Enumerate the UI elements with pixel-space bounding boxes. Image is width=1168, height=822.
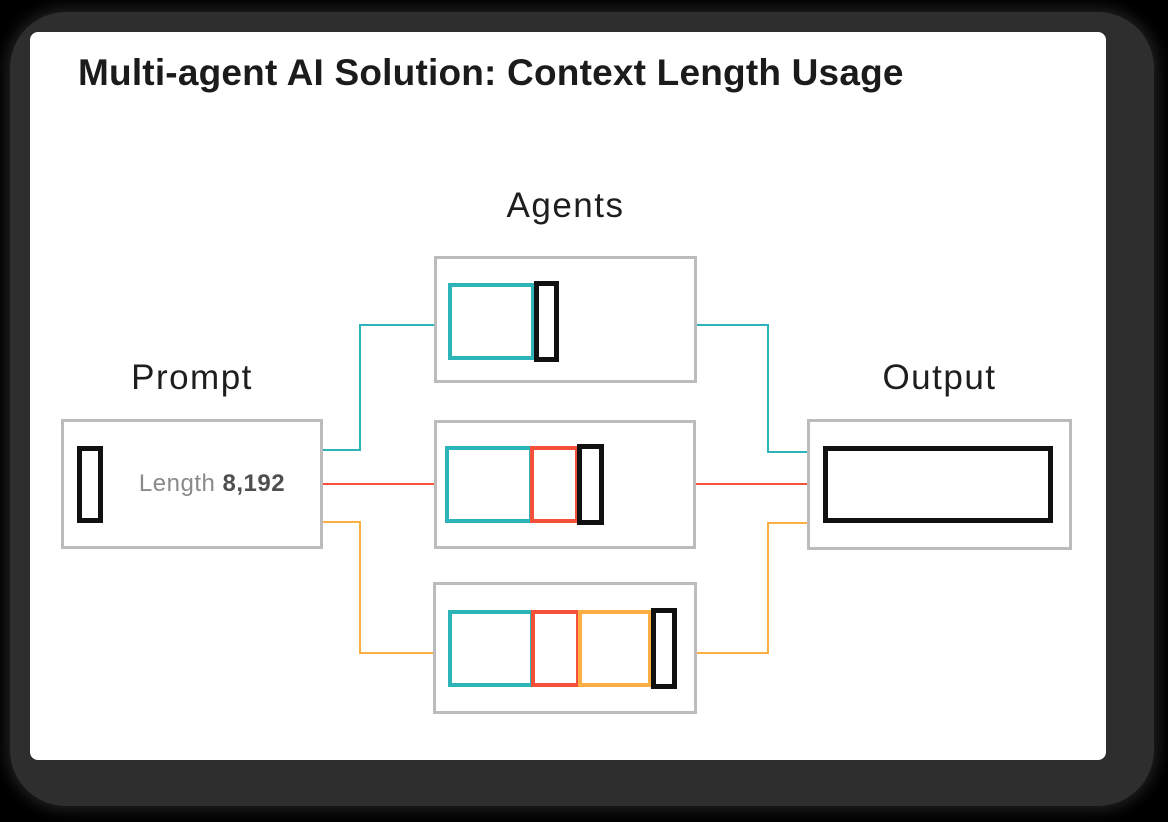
length-value: 8,192 <box>222 470 286 497</box>
agent2-red-segment <box>530 446 579 523</box>
wire-agent1-to-output-teal <box>767 324 769 453</box>
prompt-context-segment <box>77 446 103 523</box>
wire-prompt-to-agent2-red <box>323 483 435 485</box>
wire-prompt-to-agent3-orange <box>323 521 361 523</box>
agent3-red-segment <box>531 610 580 687</box>
prompt-label: Prompt <box>131 358 253 397</box>
prompt-box <box>61 419 323 549</box>
wire-prompt-to-agent3-orange <box>359 652 433 654</box>
wire-agent1-to-output-teal <box>767 451 807 453</box>
prompt-length-text: Length 8,192 <box>103 419 321 549</box>
agent1-teal-segment <box>448 283 535 360</box>
wire-prompt-to-agent3-orange <box>359 521 361 654</box>
agent2-black-segment <box>577 444 604 525</box>
agent3-teal-segment <box>448 610 534 687</box>
wire-agent3-to-output-orange <box>767 522 769 654</box>
agent3-black-segment <box>651 608 677 689</box>
output-context-segment <box>823 446 1053 523</box>
wire-agent1-to-output-teal <box>697 324 769 326</box>
output-label: Output <box>882 358 997 397</box>
wire-agent3-to-output-orange <box>697 652 769 654</box>
wire-prompt-to-agent1-teal <box>323 449 361 451</box>
agent1-black-segment <box>534 281 559 362</box>
length-label: Length <box>138 470 223 497</box>
agent2-teal-segment <box>445 446 533 523</box>
wire-prompt-to-agent1-teal <box>359 324 434 326</box>
agent1-box <box>434 256 697 383</box>
wire-agent3-to-output-orange <box>767 522 807 524</box>
page-title: Multi-agent AI Solution: Context Length … <box>78 52 904 93</box>
wire-prompt-to-agent1-teal <box>359 324 361 451</box>
wire-agent2-to-output-red <box>696 483 807 485</box>
agent3-orange-segment <box>578 610 652 687</box>
agents-label: Agents <box>506 186 625 225</box>
